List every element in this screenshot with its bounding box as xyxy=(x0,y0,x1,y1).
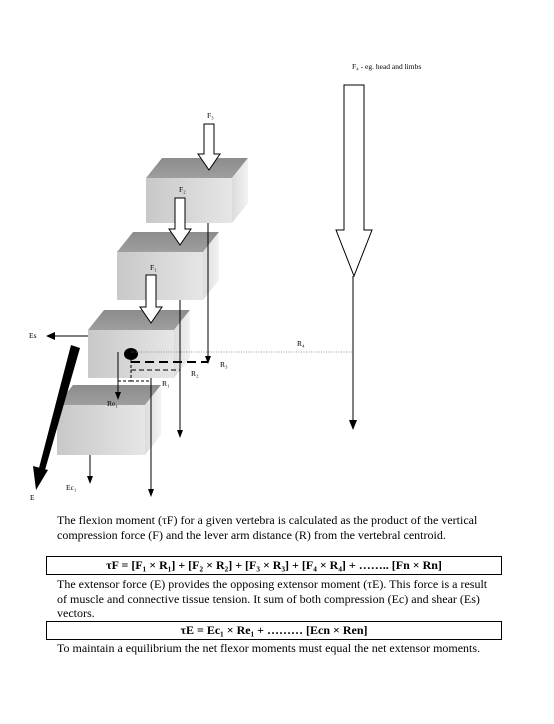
flexion-moment-paragraph: The flexion moment (τF) for a given vert… xyxy=(57,513,478,542)
label-es: Es xyxy=(29,331,37,340)
flexion-equation-box: τF = [F₁ × R₁] + [F₂ × R₂] + [F₃ × R₃] +… xyxy=(46,556,502,575)
label-re1: Re₁ xyxy=(107,399,118,408)
label-r2: R₂ xyxy=(191,369,199,378)
equilibrium-paragraph: To maintain a equilibrium the net flexor… xyxy=(57,641,481,655)
spine-moment-diagram: F₄ - eg. head and limbs F₃ F₂ F₁ Es R₄ R… xyxy=(29,62,421,502)
label-r4: R₄ xyxy=(297,339,305,348)
vertebra-1 xyxy=(57,385,161,455)
f4-arrow xyxy=(335,84,373,278)
f2-arrow xyxy=(168,197,192,246)
label-f3: F₃ xyxy=(207,111,214,120)
extensor-force-paragraph: The extensor force (E) provides the oppo… xyxy=(57,577,488,620)
es-arrowhead xyxy=(46,332,55,340)
e-force-arrowhead xyxy=(33,466,48,490)
label-r3: R₃ xyxy=(220,360,228,369)
centroid-dot xyxy=(124,348,138,360)
label-f2: F₂ xyxy=(179,185,186,194)
label-f1: F₁ xyxy=(150,263,157,272)
extensor-equation-box: τE = Ec₁ × Re₁ + ……… [Ecn × Ren] xyxy=(46,621,502,640)
label-ec1: Ec₁ xyxy=(66,483,77,492)
f3-arrow xyxy=(197,123,221,171)
f1-arrow xyxy=(139,274,163,324)
vertebra-2 xyxy=(88,310,190,378)
f4-line-arrowhead xyxy=(349,420,357,430)
label-f4: F₄ - eg. head and limbs xyxy=(352,62,421,71)
vertical-arrowheads xyxy=(87,356,211,497)
vertebra-4 xyxy=(146,158,248,223)
e-force-arrow xyxy=(39,345,80,470)
label-e: E xyxy=(30,493,35,502)
vertebra-3 xyxy=(117,232,219,300)
label-r1: R₁ xyxy=(162,379,170,388)
